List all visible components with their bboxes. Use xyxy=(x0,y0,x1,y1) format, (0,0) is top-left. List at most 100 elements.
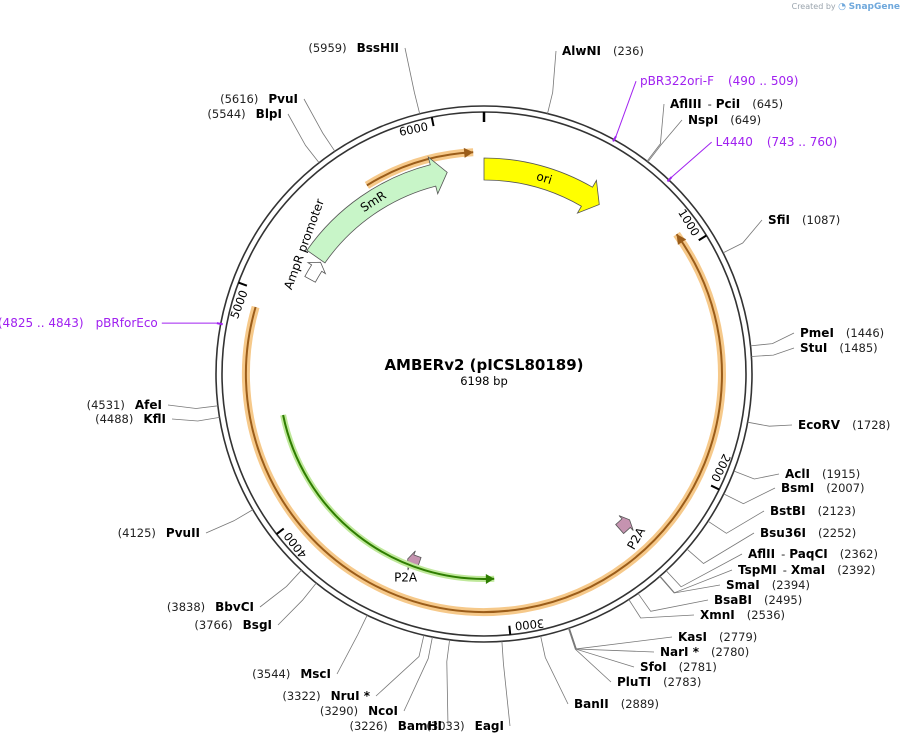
primer-label: pBR322ori-F(490 .. 509) xyxy=(640,74,798,88)
tick-mark xyxy=(698,234,707,242)
site-label-pluti: PluTI(2783) xyxy=(617,675,701,689)
feature-smr xyxy=(306,156,448,264)
site-label-pvuii: (4125)PvuII xyxy=(118,526,200,540)
site-label-ecorv: EcoRV(1728) xyxy=(798,418,890,432)
site-leader xyxy=(722,219,763,254)
site-label-alwni: AlwNI(236) xyxy=(562,44,644,58)
site-label-acli: AclI(1915) xyxy=(785,467,860,481)
orf-arrowhead xyxy=(676,234,687,245)
site-leader xyxy=(647,119,683,163)
site-label-nari: NarI *(2780) xyxy=(660,645,749,659)
tick-mark xyxy=(430,117,435,127)
feature-ori xyxy=(483,157,600,214)
site-leader xyxy=(665,553,743,588)
primer-label: (4825 .. 4843)pBRforEco xyxy=(0,316,158,330)
site-label-aflii: AflII-PaqCI(2362) xyxy=(748,547,878,561)
site-label-eagi: (3033)EagI xyxy=(426,719,504,733)
primer-leader xyxy=(671,141,712,178)
tick-mark xyxy=(275,527,285,535)
snapgene-credit: Created by ◔ SnapGene xyxy=(792,2,900,12)
tick-mark xyxy=(710,484,720,491)
site-leader xyxy=(747,421,793,427)
site-label-msci: (3544)MscI xyxy=(252,667,331,681)
site-leader xyxy=(568,628,635,668)
site-label-bbvci: (3838)BbvCI xyxy=(167,600,254,614)
site-label-tspmi: TspMI-XmaI(2392) xyxy=(738,563,875,577)
site-leader xyxy=(287,113,320,164)
site-label-xmni: XmnI(2536) xyxy=(700,608,785,622)
site-label-bsgi: (3766)BsgI xyxy=(194,618,272,632)
site-leader xyxy=(375,635,425,697)
site-leader xyxy=(628,599,695,619)
site-label-bsshii: (5959)BssHII xyxy=(308,41,399,55)
site-leader xyxy=(205,509,254,534)
site-label-bamhi: (3226)BamHI xyxy=(349,719,442,733)
site-label-sfoi: SfoI(2781) xyxy=(640,660,717,674)
orf-band xyxy=(245,233,723,613)
site-leader xyxy=(540,635,569,705)
tick-label: 6000 xyxy=(398,119,429,139)
orf-band-glow xyxy=(242,231,726,616)
credit-brand: SnapGene xyxy=(848,2,900,12)
site-layer: AlwNI(236)AflIII-PciI(645)NspI(649)SfiI(… xyxy=(87,41,891,733)
snapgene-logo: ◔ xyxy=(838,2,847,12)
site-label-banii: BanII(2889) xyxy=(574,697,659,711)
orf-arrowhead xyxy=(463,147,474,158)
site-label-bstbi: BstBI(2123) xyxy=(770,504,856,518)
tick-label: 5000 xyxy=(227,288,250,320)
primer-leader xyxy=(615,81,637,137)
site-leader xyxy=(750,332,795,347)
site-label-bsu36i: Bsu36I(2252) xyxy=(760,526,856,540)
feature-p2a xyxy=(615,515,634,535)
site-leader xyxy=(403,636,433,712)
site-leader xyxy=(733,470,780,480)
site-label-bsmi: BsmI(2007) xyxy=(781,481,865,495)
site-label-stui: StuI(1485) xyxy=(800,341,878,355)
site-leader xyxy=(547,50,557,114)
orf-layer xyxy=(242,147,726,616)
site-leader xyxy=(277,582,317,626)
site-leader xyxy=(686,532,755,564)
site-label-kasi: KasI(2779) xyxy=(678,630,757,644)
center-label: AMBERv2 (pICSL80189) 6198 bp xyxy=(384,356,583,388)
site-leader xyxy=(646,103,665,162)
site-leader xyxy=(751,347,795,357)
primer-mark xyxy=(216,322,223,326)
site-leader xyxy=(259,569,302,608)
site-leader xyxy=(707,510,765,534)
site-label-kfli: (4488)KflI xyxy=(95,412,166,426)
tick-mark xyxy=(508,625,512,635)
site-label-bsabi: BsaBI(2495) xyxy=(714,593,802,607)
green-orf xyxy=(282,414,495,580)
credit-prefix: Created by xyxy=(791,2,836,11)
tick-label: 3000 xyxy=(514,616,545,633)
site-label-pvui: (5616)PvuI xyxy=(220,92,298,106)
site-leader xyxy=(569,627,673,650)
site-leader xyxy=(723,487,776,505)
plasmid-length: 6198 bp xyxy=(460,374,508,388)
site-label-pmei: PmeI(1446) xyxy=(800,326,884,340)
orf-band xyxy=(366,151,474,187)
site-leader xyxy=(501,641,511,727)
site-label-blpi: (5544)BlpI xyxy=(207,107,282,121)
site-leader xyxy=(659,576,721,594)
site-label-nrui: (3322)NruI * xyxy=(282,689,370,703)
site-leader xyxy=(404,47,421,114)
site-leader xyxy=(637,593,709,612)
site-leader xyxy=(568,628,612,683)
site-leader xyxy=(171,417,220,422)
site-label-afei: (4531)AfeI xyxy=(87,398,162,412)
primer-mark xyxy=(666,176,673,183)
site-leader xyxy=(167,404,218,409)
primer-mark xyxy=(612,135,617,142)
feature-label: P2A xyxy=(394,571,418,585)
site-label-nspi: NspI(649) xyxy=(688,113,761,127)
primer-label: L4440(743 .. 760) xyxy=(716,135,838,149)
tick-mark xyxy=(238,281,248,287)
site-label-smai: SmaI(2394) xyxy=(726,578,810,592)
site-label-ncoi: (3290)NcoI xyxy=(320,704,398,718)
backbone-outer-ring xyxy=(215,105,753,643)
site-label-afliii: AflIII-PciI(645) xyxy=(670,97,783,111)
